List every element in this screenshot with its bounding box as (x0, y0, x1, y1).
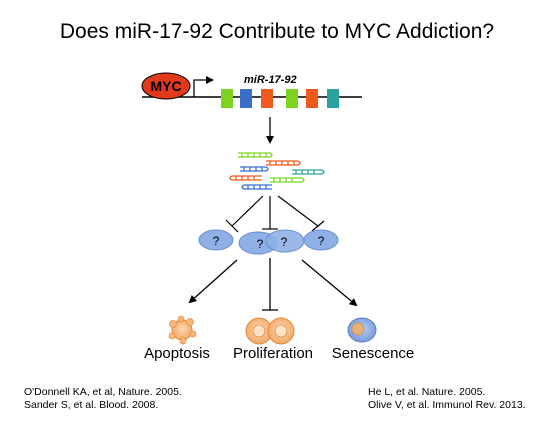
target-1-label: ? (213, 234, 220, 248)
myc-label: MYC (150, 78, 181, 94)
outcome-apoptosis: Apoptosis (144, 345, 210, 362)
exon-mir-20a (286, 89, 298, 108)
slide-title: Does miR-17-92 Contribute to MYC Addicti… (59, 20, 495, 43)
apoptotic-cell-icon (168, 315, 197, 345)
promoter-arrow (193, 76, 214, 97)
target-proteins (198, 229, 339, 255)
exon-mir-92 (327, 89, 339, 108)
outcome-senescence: Senescence (332, 345, 415, 362)
target-3-label: ? (281, 235, 288, 249)
exon-mir-17 (221, 89, 233, 108)
dividing-cell-icon (245, 317, 295, 345)
arrow-to-apoptosis (188, 259, 238, 304)
references-right: He L, et al. Nature. 2005. Olive V, et a… (368, 386, 526, 412)
outcome-proliferation: Proliferation (233, 345, 313, 362)
reference-he: He L, et al. Nature. 2005. (368, 386, 486, 398)
arrow-to-senescence (301, 259, 358, 307)
exon-mir-19b (306, 89, 318, 108)
senescent-cell-icon (347, 317, 377, 343)
mirna-cluster (229, 152, 325, 190)
exon-mir-19a (261, 89, 273, 108)
reference-olive: Olive V, et al. Immunol Rev. 2013. (368, 399, 526, 411)
reference-sander: Sander S, et al. Blood. 2008. (24, 399, 159, 411)
myc-protein (141, 72, 191, 100)
references-left: O'Donnell KA, et al, Nature. 2005. Sande… (24, 386, 182, 412)
reference-odonnell: O'Donnell KA, et al, Nature. 2005. (24, 386, 182, 398)
exon-mir-18a (240, 89, 252, 108)
target-4-label: ? (318, 234, 325, 248)
inhibition-lines (225, 195, 325, 233)
mir-cluster-label: miR-17-92 (244, 74, 297, 86)
target-2-label: ? (257, 237, 264, 251)
